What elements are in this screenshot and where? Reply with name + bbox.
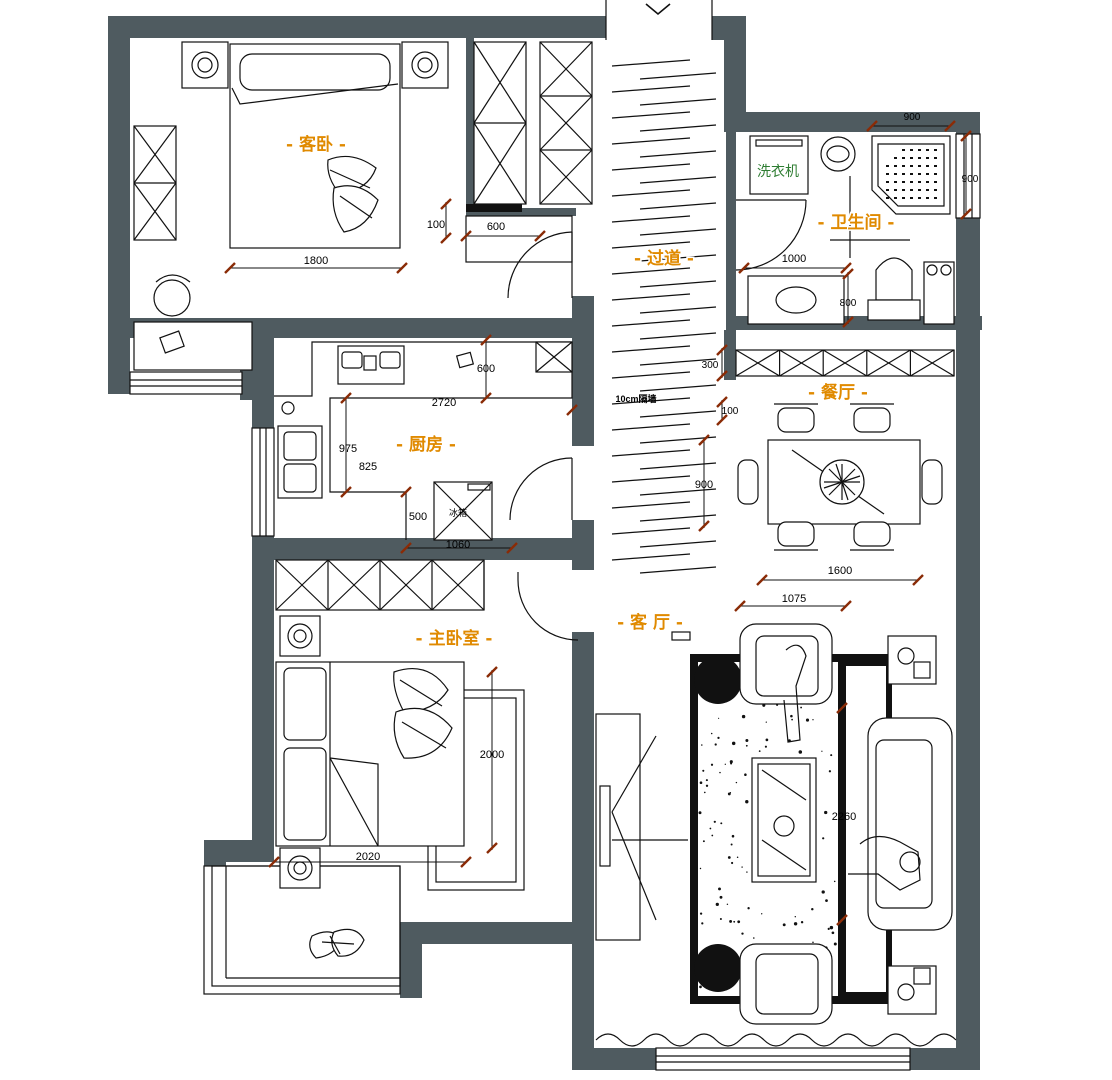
room-label-guest-bedroom: - 客卧 - xyxy=(286,134,346,155)
living-sofa xyxy=(848,717,953,931)
bathroom xyxy=(735,135,955,325)
room-labels: - 客卧 - - 过道 - - 卫生间 - - 厨房 - - 餐厅 - - 客 … xyxy=(285,133,896,651)
balcony xyxy=(203,865,401,995)
dim-wardrobe-depth: 600 xyxy=(487,221,505,233)
dim-kitchen-1060: 1060 xyxy=(446,539,470,551)
guest-bedroom xyxy=(133,41,593,371)
dimension-lines xyxy=(230,125,967,922)
dim-kitchen-counter: 600 xyxy=(477,363,495,375)
master-pillows xyxy=(393,668,453,759)
dim-wardrobe-gap: 100 xyxy=(427,219,445,231)
dim-kitchen-length: 2720 xyxy=(432,397,456,409)
windows xyxy=(129,133,981,1071)
table-plant xyxy=(819,459,865,505)
partition-note: 10cm隔墙 xyxy=(615,393,656,404)
armchair-top xyxy=(739,623,833,743)
dimension-ticks xyxy=(224,120,972,926)
dim-sofa-length: 2260 xyxy=(832,811,856,823)
washing-machine-label: 洗衣机 xyxy=(757,164,799,180)
fridge-label: 冰箱 xyxy=(449,507,467,518)
room-label-living: - 客 厅 - xyxy=(617,612,683,633)
guest-chair xyxy=(153,279,191,317)
dim-kitchen-825: 825 xyxy=(359,461,377,473)
room-label-master-bedroom: - 主卧室 - xyxy=(416,628,493,649)
dim-bath-small: 800 xyxy=(840,298,857,309)
living-room xyxy=(595,623,957,1047)
corridor-floor-pattern xyxy=(611,59,717,574)
guest-bed-pillows xyxy=(327,155,379,233)
side-table-top xyxy=(887,635,937,685)
dim-master-bed-length: 2000 xyxy=(480,749,504,761)
dim-bath-side: 900 xyxy=(962,174,979,185)
dim-bath-vanity: 1000 xyxy=(782,253,806,265)
room-label-kitchen: - 厨房 - xyxy=(396,434,456,455)
room-label-corridor: - 过道 - xyxy=(634,248,694,269)
balcony-pillows xyxy=(309,928,365,959)
vanity xyxy=(747,275,845,325)
armchair-bottom xyxy=(739,943,833,1025)
dim-corridor-300: 300 xyxy=(702,360,719,371)
kitchen-sink xyxy=(277,425,323,499)
guest-desk xyxy=(133,321,253,371)
dim-corridor-900: 900 xyxy=(695,479,713,491)
dim-dining-table: 1600 xyxy=(828,565,852,577)
master-bedroom xyxy=(275,559,579,891)
room-label-dining: - 餐厅 - xyxy=(808,382,868,403)
dim-kitchen-500: 500 xyxy=(409,511,427,523)
toilet xyxy=(875,257,913,301)
dim-kitchen-975: 975 xyxy=(339,443,357,455)
dim-master-bed-width: 2020 xyxy=(356,851,380,863)
entrance xyxy=(605,0,713,40)
dim-bath-top: 900 xyxy=(904,112,921,123)
side-table-bottom xyxy=(887,965,937,1015)
room-label-bathroom: - 卫生间 - xyxy=(818,212,895,233)
dim-corridor-100: 100 xyxy=(722,406,739,417)
dimension-labels: 1800 100 600 900 900 1000 800 300 100 90… xyxy=(304,112,979,863)
bathroom-basin xyxy=(820,136,856,172)
dim-guest-bed-width: 1800 xyxy=(304,255,328,267)
dining xyxy=(735,349,955,551)
dim-living-chairs: 1075 xyxy=(782,593,806,605)
